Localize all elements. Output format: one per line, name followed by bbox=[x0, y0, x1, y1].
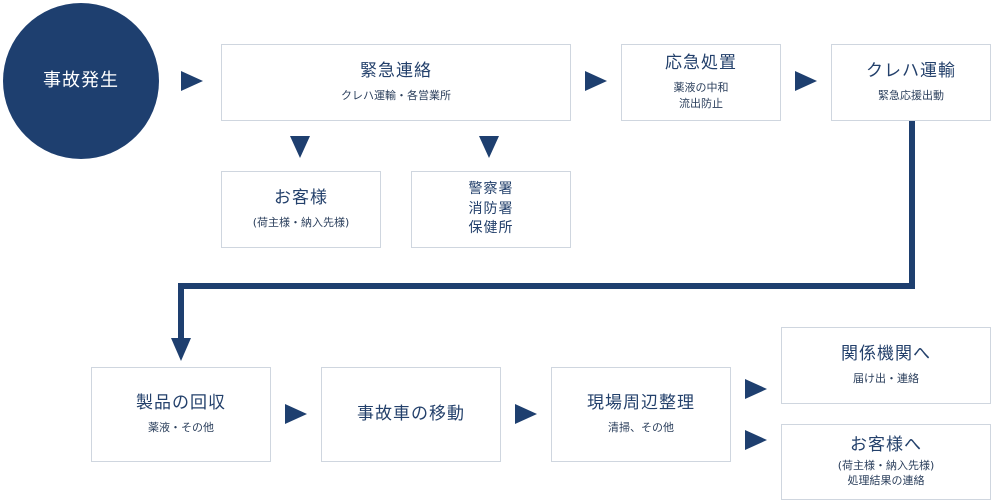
kureha-transport-sub: 緊急応援出動 bbox=[878, 88, 944, 102]
kureha-transport-title: クレハ運輸 bbox=[866, 61, 956, 82]
product-recovery-sub: 薬液・その他 bbox=[148, 420, 214, 434]
agencies-title: 関係機関へ bbox=[841, 344, 931, 365]
arrow-right-icon bbox=[795, 71, 817, 91]
incident-node: 事故発生 bbox=[3, 3, 159, 159]
customer-sub: (荷主様・納入先様) bbox=[252, 215, 350, 229]
arrow-right-icon bbox=[745, 430, 767, 450]
incident-title: 事故発生 bbox=[43, 70, 119, 92]
arrow-right-icon bbox=[285, 404, 307, 424]
customer-title: お客様 bbox=[274, 188, 328, 209]
authorities-box: 警察署 消防署 保健所 bbox=[411, 171, 571, 248]
vehicle-move-title: 事故車の移動 bbox=[357, 404, 465, 425]
authorities-list: 警察署 消防署 保健所 bbox=[468, 181, 514, 237]
site-cleanup-title: 現場周辺整理 bbox=[587, 393, 695, 414]
first-aid-box: 応急処置 薬液の中和 流出防止 bbox=[621, 44, 781, 121]
arrow-right-icon bbox=[181, 71, 203, 91]
first-aid-sub: 薬液の中和 流出防止 bbox=[673, 80, 729, 110]
site-cleanup-box: 現場周辺整理 清掃、その他 bbox=[551, 367, 731, 462]
site-cleanup-sub: 清掃、その他 bbox=[608, 420, 674, 434]
emergency-contact-box: 緊急連絡 クレハ運輸・各営業所 bbox=[221, 44, 571, 121]
customer-report-sub: (荷主様・納入先様) 処理結果の連絡 bbox=[837, 459, 935, 488]
customer-report-title: お客様へ bbox=[850, 434, 922, 455]
arrow-down-icon bbox=[290, 136, 310, 158]
customer-report-box: お客様へ (荷主様・納入先様) 処理結果の連絡 bbox=[781, 424, 991, 500]
kureha-transport-box: クレハ運輸 緊急応援出動 bbox=[831, 44, 991, 121]
emergency-contact-sub: クレハ運輸・各営業所 bbox=[341, 88, 451, 102]
emergency-contact-title: 緊急連絡 bbox=[360, 61, 432, 82]
arrow-right-icon bbox=[745, 379, 767, 399]
agencies-sub: 届け出・連絡 bbox=[853, 371, 919, 385]
customer-box: お客様 (荷主様・納入先様) bbox=[221, 171, 381, 248]
first-aid-title: 応急処置 bbox=[665, 53, 737, 74]
product-recovery-box: 製品の回収 薬液・その他 bbox=[91, 367, 271, 462]
vehicle-move-box: 事故車の移動 bbox=[321, 367, 501, 462]
agencies-box: 関係機関へ 届け出・連絡 bbox=[781, 327, 991, 404]
product-recovery-title: 製品の回収 bbox=[136, 393, 226, 414]
arrow-down-icon bbox=[479, 136, 499, 158]
arrow-right-icon bbox=[585, 71, 607, 91]
arrow-right-icon bbox=[515, 404, 537, 424]
